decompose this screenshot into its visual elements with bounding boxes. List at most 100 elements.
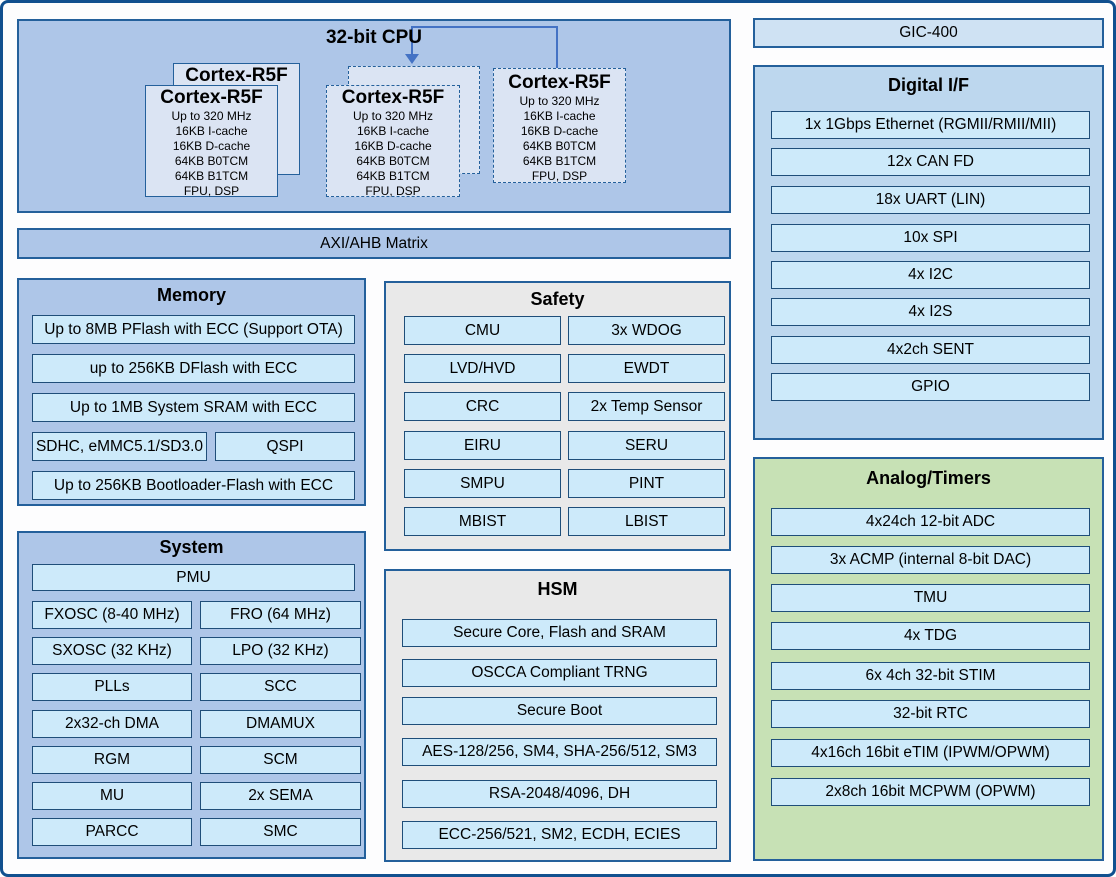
cpu-core-spec: 16KB I-cache [356, 124, 430, 138]
cpu-connector-line-left [411, 26, 413, 55]
gic-400-bar: GIC-400 [753, 18, 1104, 48]
cpu-core-box-right: Cortex-R5F Up to 320 MHz 16KB I-cache 16… [493, 68, 626, 183]
cpu-section-title: 32-bit CPU [325, 27, 423, 48]
analog-item: 4x TDG [771, 622, 1090, 650]
analog-item: 4x16ch 16bit eTIM (IPWM/OPWM) [771, 739, 1090, 767]
system-section: System PMU FXOSC (8-40 MHz) FRO (64 MHz)… [17, 531, 366, 859]
digital-item: GPIO [771, 373, 1090, 401]
system-item: FRO (64 MHz) [200, 601, 361, 629]
analog-item: 3x ACMP (internal 8-bit DAC) [771, 546, 1090, 574]
digital-item: 12x CAN FD [771, 148, 1090, 176]
system-item: DMAMUX [200, 710, 361, 738]
digital-item: 4x I2S [771, 298, 1090, 326]
digital-item: 4x I2C [771, 261, 1090, 289]
hsm-item: Secure Core, Flash and SRAM [402, 619, 717, 647]
cpu-core-title: Cortex-R5F [341, 87, 445, 108]
cpu-core-spec: 64KB B0TCM [174, 154, 249, 168]
safety-item: CRC [404, 392, 561, 421]
system-item: LPO (32 KHz) [200, 637, 361, 665]
safety-item: LBIST [568, 507, 725, 536]
cpu-core-box-front-left: Cortex-R5F Up to 320 MHz 16KB I-cache 16… [145, 85, 278, 198]
safety-section: Safety CMU 3x WDOG LVD/HVD EWDT CRC 2x T… [384, 281, 731, 551]
section-title: Memory [156, 285, 227, 305]
cpu-connector-line-right [556, 26, 558, 68]
digital-item: 1x 1Gbps Ethernet (RGMII/RMII/MII) [771, 111, 1090, 139]
cpu-core-spec: FPU, DSP [365, 184, 421, 198]
memory-item: Up to 1MB System SRAM with ECC [32, 393, 355, 422]
safety-item: PINT [568, 469, 725, 498]
safety-item: SMPU [404, 469, 561, 498]
system-item: PLLs [32, 673, 192, 701]
hsm-item: AES-128/256, SM4, SHA-256/512, SM3 [402, 738, 717, 766]
memory-section: Memory Up to 8MB PFlash with ECC (Suppor… [17, 278, 366, 506]
arrow-down-icon [405, 54, 419, 64]
system-item: RGM [32, 746, 192, 774]
section-title: Analog/Timers [866, 468, 991, 488]
hsm-section: HSM Secure Core, Flash and SRAM OSCCA Co… [384, 569, 731, 862]
memory-item: SDHC, eMMC5.1/SD3.0 [32, 432, 207, 461]
cpu-section: 32-bit CPU Cortex-R5F Cortex-R5F Up to 3… [17, 19, 731, 213]
section-title: System [159, 537, 224, 557]
cpu-core-spec: 16KB I-cache [523, 109, 596, 123]
analog-item: 32-bit RTC [771, 700, 1090, 728]
cpu-core-spec: Up to 320 MHz [519, 94, 600, 108]
safety-item: 3x WDOG [568, 316, 725, 345]
memory-item: Up to 256KB Bootloader-Flash with ECC [32, 471, 355, 500]
section-title: Digital I/F [888, 75, 969, 95]
cpu-core-spec: FPU, DSP [531, 169, 588, 183]
axi-ahb-matrix-bar: AXI/AHB Matrix [17, 228, 731, 259]
memory-item: Up to 8MB PFlash with ECC (Support OTA) [32, 315, 355, 344]
system-item: FXOSC (8-40 MHz) [32, 601, 192, 629]
cpu-core-title: Cortex-R5F [508, 72, 611, 93]
hsm-item: ECC-256/521, SM2, ECDH, ECIES [402, 821, 717, 849]
analog-timers-section: Analog/Timers 4x24ch 12-bit ADC 3x ACMP … [753, 457, 1104, 861]
cpu-core-spec: 64KB B0TCM [356, 154, 430, 168]
cpu-core-spec: Up to 320 MHz [352, 109, 434, 123]
cpu-core-spec: 16KB D-cache [172, 139, 251, 153]
cpu-core-spec: 64KB B1TCM [522, 154, 597, 168]
system-item: 2x SEMA [200, 782, 361, 810]
system-item: SMC [200, 818, 361, 846]
hsm-item: OSCCA Compliant TRNG [402, 659, 717, 687]
safety-item: 2x Temp Sensor [568, 392, 725, 421]
cpu-core-title: Cortex-R5F [185, 65, 288, 86]
section-title: HSM [537, 579, 578, 599]
cpu-core-spec: 64KB B1TCM [174, 169, 249, 183]
analog-item: 2x8ch 16bit MCPWM (OPWM) [771, 778, 1090, 806]
safety-item: EIRU [404, 431, 561, 460]
cpu-core-spec: 16KB D-cache [354, 139, 432, 153]
gic-400-label: GIC-400 [899, 24, 958, 41]
system-item: SCM [200, 746, 361, 774]
system-item: SCC [200, 673, 361, 701]
cpu-core-spec: Up to 320 MHz [171, 109, 252, 123]
digital-item: 4x2ch SENT [771, 336, 1090, 364]
system-item: MU [32, 782, 192, 810]
system-item: SXOSC (32 KHz) [32, 637, 192, 665]
cpu-core-spec: 16KB I-cache [175, 124, 248, 138]
memory-item: QSPI [215, 432, 355, 461]
analog-item: TMU [771, 584, 1090, 612]
cpu-core-box-front-middle: Cortex-R5F Up to 320 MHz 16KB I-cache 16… [326, 85, 460, 198]
axi-ahb-matrix-label: AXI/AHB Matrix [320, 234, 428, 252]
cpu-core-spec: FPU, DSP [183, 184, 240, 198]
safety-item: CMU [404, 316, 561, 345]
memory-item: up to 256KB DFlash with ECC [32, 354, 355, 383]
safety-item: EWDT [568, 354, 725, 383]
digital-if-section: Digital I/F 1x 1Gbps Ethernet (RGMII/RMI… [753, 65, 1104, 440]
section-title: Safety [530, 289, 585, 309]
hsm-item: Secure Boot [402, 697, 717, 725]
system-item: 2x32-ch DMA [32, 710, 192, 738]
cpu-connector-line-horizontal [411, 26, 558, 28]
system-item: PMU [32, 564, 355, 591]
analog-item: 4x24ch 12-bit ADC [771, 508, 1090, 536]
hsm-item: RSA-2048/4096, DH [402, 780, 717, 808]
cpu-core-title: Cortex-R5F [160, 87, 263, 108]
cpu-core-spec: 64KB B0TCM [522, 139, 597, 153]
analog-item: 6x 4ch 32-bit STIM [771, 662, 1090, 690]
cpu-core-spec: 64KB B1TCM [356, 169, 430, 183]
safety-item: MBIST [404, 507, 561, 536]
safety-item: LVD/HVD [404, 354, 561, 383]
cpu-core-spec: 16KB D-cache [520, 124, 599, 138]
system-item: PARCC [32, 818, 192, 846]
digital-item: 10x SPI [771, 224, 1090, 252]
